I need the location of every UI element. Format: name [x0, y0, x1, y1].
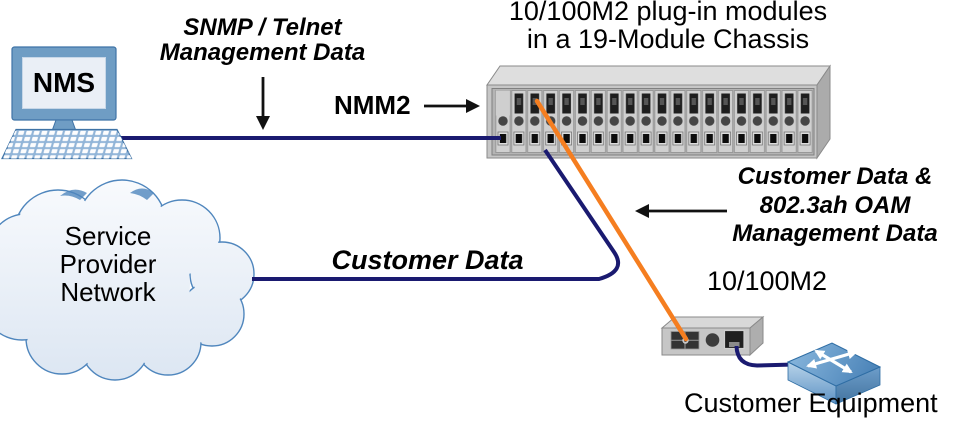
cloud-shadow-accent — [60, 189, 87, 200]
oam-flow-label: Customer Data & 802.3ah OAM Management D… — [710, 163, 959, 249]
customer-equipment-label: Customer Equipment — [684, 388, 938, 418]
chassis-title: 10/100M2 plug-in modules in a 19-Module … — [458, 0, 878, 53]
module-slots — [495, 90, 813, 153]
oam-flow-line1: Customer Data & — [737, 163, 933, 190]
media-converter-label: 10/100M2 — [706, 266, 828, 296]
cloud-label-line2: Provider — [59, 249, 157, 279]
monitor-icon — [11, 46, 117, 132]
fiber-line — [534, 98, 689, 342]
converter-vent-hole — [705, 333, 720, 347]
chassis-title-line1: 10/100M2 plug-in modules — [508, 0, 828, 26]
rj45-port — [723, 329, 745, 350]
switch-icon — [786, 342, 882, 405]
customer-data-label: Customer Data — [331, 245, 524, 275]
keyboard-icon — [1, 128, 133, 160]
cloud-shadow-accent — [130, 188, 154, 200]
snmp-flow-line1: SNMP / Telnet — [183, 14, 342, 41]
cloud-label-line1: Service — [64, 221, 152, 251]
customer-data-line — [252, 148, 620, 281]
chassis-title-line2: in a 19-Module Chassis — [526, 24, 810, 54]
snmp-flow-line2: Management Data — [159, 39, 366, 66]
switch-arrows-icon — [806, 349, 858, 374]
cloud-fill — [0, 181, 253, 379]
oam-flow-line3: Management Data — [732, 220, 938, 247]
nmm2-label: NMM2 — [334, 90, 411, 120]
oam-arrow-icon — [635, 204, 727, 218]
oam-flow-line2: 802.3ah OAM — [759, 191, 911, 219]
snmp-down-arrow-icon — [256, 77, 270, 130]
nmm2-arrow-icon — [424, 99, 480, 113]
snmp-flow-label: SNMP / Telnet Management Data — [140, 15, 385, 65]
cloud-label-line3: Network — [60, 277, 156, 307]
cloud-label: Service Provider Network — [40, 222, 176, 306]
nmm2-blank-slot — [495, 90, 510, 116]
nms-computer-icon — [1, 46, 133, 160]
chassis-icon — [486, 64, 831, 160]
equipment-line — [734, 345, 795, 368]
nms-label: NMS — [32, 67, 96, 98]
